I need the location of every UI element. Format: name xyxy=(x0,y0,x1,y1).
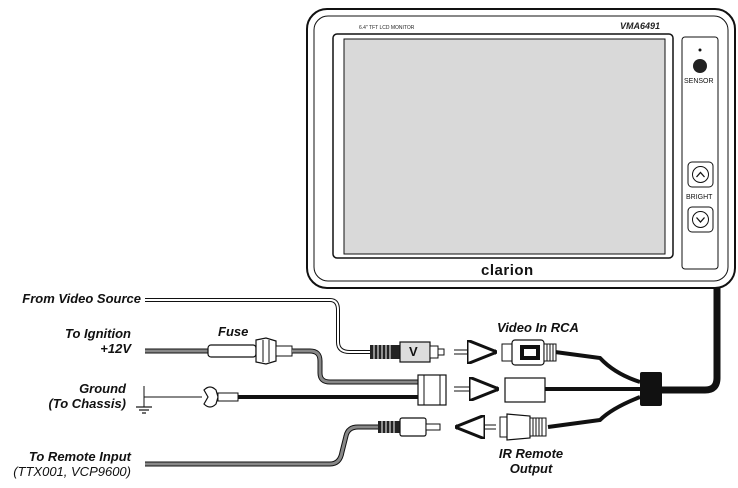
label-remote-input-1: To Remote Input xyxy=(28,449,131,464)
monitor xyxy=(306,8,736,289)
branch-video xyxy=(554,350,641,384)
sensor-window xyxy=(693,59,707,73)
chevron-down-icon xyxy=(696,217,705,223)
fuse-holder xyxy=(207,337,293,365)
brand-logo: clarion xyxy=(481,262,534,279)
label-video-in-rca: Video In RCA xyxy=(497,320,579,335)
ir-remote-connector xyxy=(499,413,547,441)
chevron-up-icon xyxy=(696,171,705,178)
video-rca-male xyxy=(370,341,445,363)
bright-label: BRIGHT xyxy=(686,194,713,201)
label-ignition-2: +12V xyxy=(100,341,131,356)
main-cable xyxy=(662,288,721,394)
sensor-label: SENSOR xyxy=(684,78,714,85)
rca-video-letter: V xyxy=(409,344,418,359)
label-ir-remote-2: Output xyxy=(509,461,553,476)
label-fuse: Fuse xyxy=(218,324,249,339)
monitor-model-number: VMA6491 xyxy=(620,21,661,31)
label-ground-2: (To Chassis) xyxy=(48,396,126,411)
bright-down-button[interactable] xyxy=(687,206,714,233)
monitor-model-line: 6.4" TFT LCD MONITOR xyxy=(359,25,415,31)
power-connector-female xyxy=(504,377,546,403)
monitor-bezel xyxy=(313,15,729,282)
ring-terminal xyxy=(203,386,239,408)
label-ir-remote-1: IR Remote xyxy=(498,446,564,461)
power-connector-male xyxy=(417,374,447,406)
screen-frame xyxy=(332,33,674,259)
cable-junction xyxy=(640,372,662,406)
lcd-screen xyxy=(343,38,666,255)
remote-jack-plug xyxy=(378,417,441,437)
indicator-dot xyxy=(698,48,702,52)
bright-up-button[interactable] xyxy=(687,161,714,188)
branch-ir xyxy=(547,395,641,429)
label-ignition-1: To Ignition xyxy=(65,326,131,341)
label-ground-1: Ground xyxy=(79,381,126,396)
video-rca-female xyxy=(501,339,557,366)
label-remote-input-2: (TTX001, VCP9600) xyxy=(13,464,131,479)
label-video-source: From Video Source xyxy=(22,291,141,306)
